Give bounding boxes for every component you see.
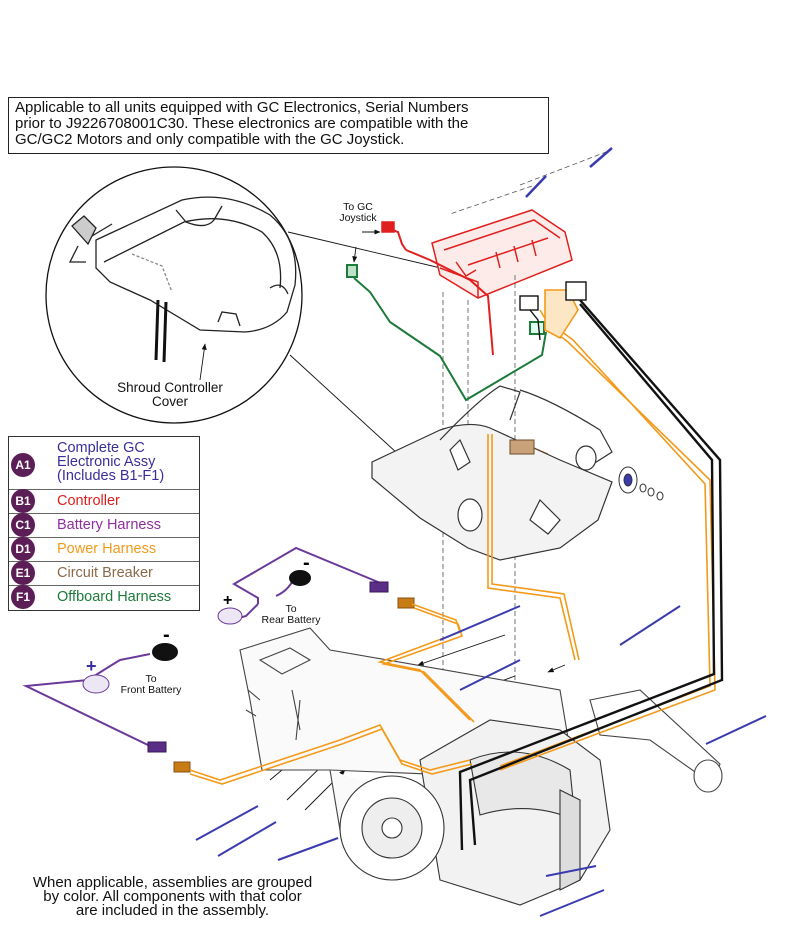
assembly-legend: A1 Complete GC Electronic Assy (Includes…	[8, 436, 200, 611]
notice-line-2: prior to J9226708001C30. These electroni…	[15, 115, 469, 132]
shroud-callout-line-1: Shroud Controller	[117, 380, 223, 395]
rear-battery-callout-line-1: To	[285, 603, 297, 615]
joystick-callout-line-2: Joystick	[339, 212, 377, 224]
shroud-callout: Shroud Controller Cover	[108, 381, 232, 409]
legend-label-e1: Circuit Breaker	[57, 565, 153, 581]
legend-row-b1: B1 Controller	[9, 489, 199, 513]
notice-line-3: GC/GC2 Motors and only compatible with t…	[15, 131, 405, 148]
legend-badge-b1: B1	[11, 489, 35, 513]
drive-motor	[339, 719, 611, 906]
legend-label-c1: Battery Harness	[57, 517, 161, 533]
legend-label-d1: Power Harness	[57, 541, 157, 557]
front-battery-callout-line-1: To	[145, 673, 157, 685]
legend-label-a1-line-1: Complete GC	[57, 440, 145, 456]
legend-label-a1: Complete GC Electronic Assy (Includes B1…	[57, 440, 165, 484]
offboard-harness-f1	[346, 264, 547, 402]
caption-line-2: by color. All components with that color	[43, 888, 302, 905]
joystick-callout: To GC Joystick	[328, 202, 388, 224]
controller-screws	[525, 147, 613, 198]
breaker-nut	[618, 466, 664, 501]
circuit-breaker-e1	[509, 439, 549, 455]
suspension-arm	[589, 689, 723, 793]
grouping-caption: When applicable, assemblies are grouped …	[0, 874, 345, 919]
legend-badge-f1: F1	[11, 585, 35, 609]
legend-label-a1-line-3: (Includes B1-F1)	[57, 468, 165, 484]
front-negative-mark: -	[163, 624, 170, 646]
rear-positive-mark: +	[223, 592, 233, 609]
legend-badge-c1: C1	[11, 513, 35, 537]
rear-negative-mark: -	[303, 552, 310, 574]
legend-badge-d1: D1	[11, 537, 35, 561]
caption-line-1: When applicable, assemblies are grouped	[32, 874, 313, 891]
shroud-cover-drawing	[68, 196, 297, 363]
rear-battery-callout: To Rear Battery	[252, 604, 330, 626]
hardware-bolts	[195, 605, 767, 917]
shroud-callout-line-2: Cover	[151, 394, 188, 409]
applicability-notice: Applicable to all units equipped with GC…	[8, 97, 549, 154]
joystick-callout-line-1: To GC	[343, 201, 373, 213]
rear-battery-callout-line-2: Rear Battery	[261, 614, 321, 626]
legend-label-a1-line-2: Electronic Assy	[57, 454, 156, 470]
legend-row-f1: F1 Offboard Harness	[9, 585, 199, 609]
legend-badge-e1: E1	[11, 561, 35, 585]
motor-cables	[458, 281, 724, 851]
legend-badge-a1: A1	[11, 453, 35, 477]
notice-line-1: Applicable to all units equipped with GC…	[15, 99, 469, 116]
front-positive-mark: +	[86, 656, 97, 676]
legend-row-c1: C1 Battery Harness	[9, 513, 199, 537]
legend-label-f1: Offboard Harness	[57, 589, 172, 605]
legend-row-e1: E1 Circuit Breaker	[9, 561, 199, 585]
front-battery-harness	[22, 643, 191, 773]
legend-row-a1: A1 Complete GC Electronic Assy (Includes…	[9, 437, 199, 489]
legend-label-b1: Controller	[57, 493, 120, 509]
front-battery-callout-line-2: Front Battery	[120, 684, 182, 696]
controller-b1	[381, 209, 573, 356]
caption-line-3: are included in the assembly.	[75, 902, 270, 919]
legend-row-d1: D1 Power Harness	[9, 537, 199, 561]
rear-battery-harness	[217, 546, 415, 625]
front-battery-callout: To Front Battery	[108, 674, 194, 696]
